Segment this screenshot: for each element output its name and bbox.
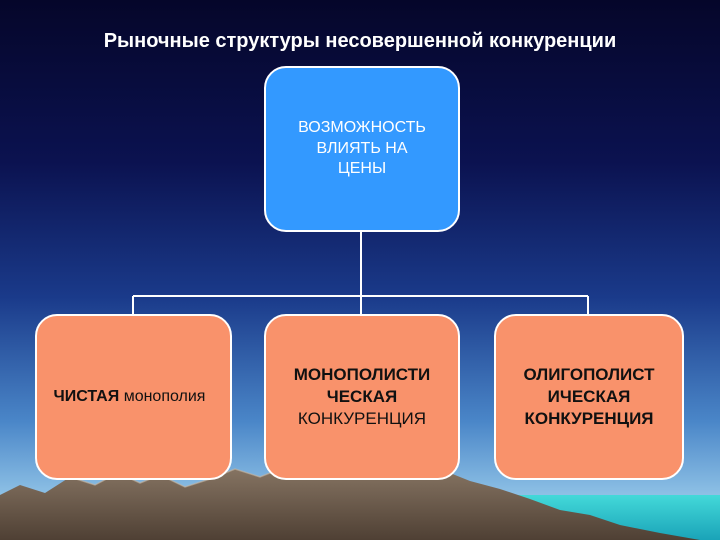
monopolistic-label-line-2: ЧЕСКАЯ: [326, 386, 398, 406]
root-box-label: ВОЗМОЖНОСТЬ ВЛИЯТЬ НА ЦЕНЫ: [298, 118, 426, 180]
monopolistic-label-line-1: МОНОПОЛИСТИ: [293, 364, 431, 384]
pure-monopoly-label-strong: ЧИСТАЯ: [53, 387, 120, 405]
child-box-pure-monopoly: ЧИСТАЯ монополия: [35, 314, 232, 480]
pure-monopoly-label: ЧИСТАЯ монополия: [54, 387, 206, 408]
child-box-monopolistic-competition: МОНОПОЛИСТИ ЧЕСКАЯ КОНКУРЕНЦИЯ: [264, 314, 460, 480]
slide-title: Рыночные структуры несовершенной конкуре…: [103, 30, 617, 52]
oligopolistic-label-line-3: КОНКУРЕНЦИЯ: [524, 409, 654, 429]
root-label-line-3: ЦЕНЫ: [337, 160, 387, 178]
oligopolistic-competition-label: ОЛИГОПОЛИСТ ИЧЕСКАЯ КОНКУРЕНЦИЯ: [524, 364, 655, 430]
root-box-price-influence: ВОЗМОЖНОСТЬ ВЛИЯТЬ НА ЦЕНЫ: [264, 66, 460, 232]
child-box-oligopolistic-competition: ОЛИГОПОЛИСТ ИЧЕСКАЯ КОНКУРЕНЦИЯ: [494, 314, 684, 480]
monopolistic-competition-label: МОНОПОЛИСТИ ЧЕСКАЯ КОНКУРЕНЦИЯ: [294, 364, 431, 430]
pure-monopoly-label-normal: монополия: [123, 387, 206, 405]
root-label-line-1: ВОЗМОЖНОСТЬ: [298, 118, 426, 136]
oligopolistic-label-line-2: ИЧЕСКАЯ: [547, 386, 631, 406]
monopolistic-label-line-3: КОНКУРЕНЦИЯ: [297, 409, 427, 429]
oligopolistic-label-line-1: ОЛИГОПОЛИСТ: [523, 364, 655, 384]
root-label-line-2: ВЛИЯТЬ НА: [316, 139, 408, 157]
